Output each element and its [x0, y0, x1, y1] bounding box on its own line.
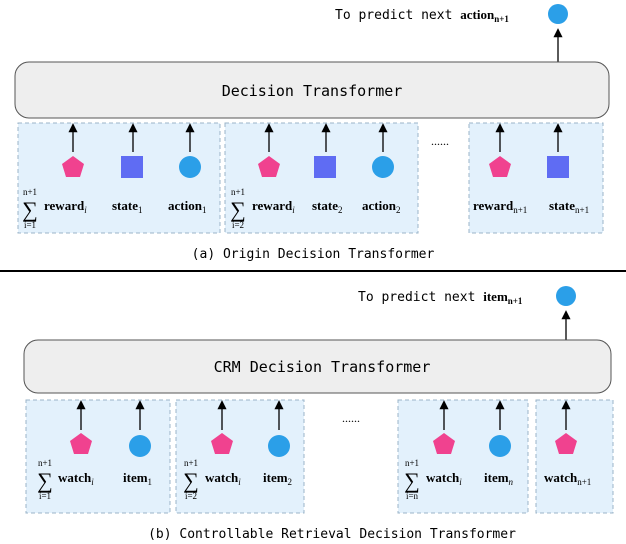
item-circle-b3	[489, 435, 511, 457]
sum-lower-b3: i=n	[406, 491, 419, 501]
label-item-b2: item2	[263, 470, 292, 487]
token-group-b-3	[397, 399, 529, 514]
label-state-a2: state2	[312, 198, 343, 215]
sum-symbol-a2: ∑	[230, 197, 246, 222]
state-square-a1	[121, 156, 143, 178]
label-watch-b3: watchi	[426, 470, 462, 487]
sum-upper-b3: n+1	[405, 458, 419, 468]
watch-pentagon-b4	[555, 433, 577, 454]
predicted-item-circle	[556, 286, 576, 306]
token-group-b-1	[25, 399, 171, 514]
panel-b: To predict next itemn+1 CRM Decision Tra…	[23, 286, 614, 542]
watch-pentagon-b3	[433, 433, 455, 454]
sum-upper-b1: n+1	[38, 458, 52, 468]
caption-b: (b) Controllable Retrieval Decision Tran…	[148, 527, 516, 542]
label-reward-a2: rewardi	[252, 198, 295, 215]
token-group-a-3	[468, 122, 604, 234]
sum-upper-a1: n+1	[23, 187, 37, 197]
ellipsis-a: ......	[431, 134, 449, 148]
label-watch-b1: watchi	[58, 470, 94, 487]
group-b-2-marks: n+1 ∑ i=2 watchi item2	[183, 400, 292, 501]
sum-lower-a1: i=1	[24, 220, 36, 230]
token-group-b-2	[175, 399, 305, 514]
group-a-2-marks: n+1 ∑ i=2 rewardi state2 action2	[230, 123, 400, 230]
label-action-a1: action1	[168, 198, 206, 215]
sum-lower-a2: i=2	[232, 220, 244, 230]
state-square-a2	[314, 156, 336, 178]
label-watch-b4: watchn+1	[544, 470, 591, 487]
label-watch-b2: watchi	[205, 470, 241, 487]
action-circle-a2	[372, 156, 394, 178]
group-a-1-marks: n+1 ∑ i=1 rewardi state1 action1	[22, 123, 206, 230]
reward-pentagon-a3	[489, 156, 511, 177]
label-state-a1: state1	[112, 198, 143, 215]
crm-transformer-label: CRM Decision Transformer	[214, 358, 431, 376]
predict-label-b: To predict next itemn+1	[358, 289, 523, 306]
predict-label-a: To predict next actionn+1	[335, 7, 509, 24]
sum-upper-b2: n+1	[184, 458, 198, 468]
predicted-action-circle	[548, 4, 568, 24]
caption-a: (a) Origin Decision Transformer	[192, 247, 435, 262]
state-square-a3	[547, 156, 569, 178]
label-item-b1: item1	[123, 470, 152, 487]
label-item-b3: itemn	[484, 470, 514, 487]
panel-a: To predict next actionn+1 Decision Trans…	[14, 4, 610, 262]
sum-lower-b2: i=2	[185, 491, 197, 501]
item-circle-b1	[129, 435, 151, 457]
item-circle-b2	[268, 435, 290, 457]
action-circle-a1	[179, 156, 201, 178]
token-group-b-4	[535, 399, 614, 514]
sum-symbol-b3: ∑	[404, 468, 420, 493]
group-a-3-marks: rewardn+1 staten+1	[473, 123, 589, 215]
token-group-a-1	[17, 122, 221, 234]
label-action-a2: action2	[362, 198, 400, 215]
group-b-4-marks: watchn+1	[544, 400, 591, 487]
group-b-1-marks: n+1 ∑ i=1 watchi item1	[37, 400, 152, 501]
watch-pentagon-b1	[70, 433, 92, 454]
decision-transformer-label: Decision Transformer	[222, 82, 403, 100]
sum-lower-b1: i=1	[39, 491, 51, 501]
decision-transformer-box	[14, 61, 610, 119]
watch-pentagon-b2	[211, 433, 233, 454]
label-state-a3: staten+1	[549, 198, 589, 215]
label-reward-a1: rewardi	[44, 198, 87, 215]
group-b-3-marks: n+1 ∑ i=n watchi itemn	[404, 400, 514, 501]
ellipsis-b: ......	[342, 411, 360, 425]
sum-symbol-b1: ∑	[37, 468, 53, 493]
crm-transformer-box	[23, 339, 612, 394]
reward-pentagon-a2	[258, 156, 280, 177]
sum-symbol-b2: ∑	[183, 468, 199, 493]
sum-symbol-a1: ∑	[22, 197, 38, 222]
sum-upper-a2: n+1	[231, 187, 245, 197]
reward-pentagon-a1	[62, 156, 84, 177]
label-reward-a3: rewardn+1	[473, 198, 527, 215]
